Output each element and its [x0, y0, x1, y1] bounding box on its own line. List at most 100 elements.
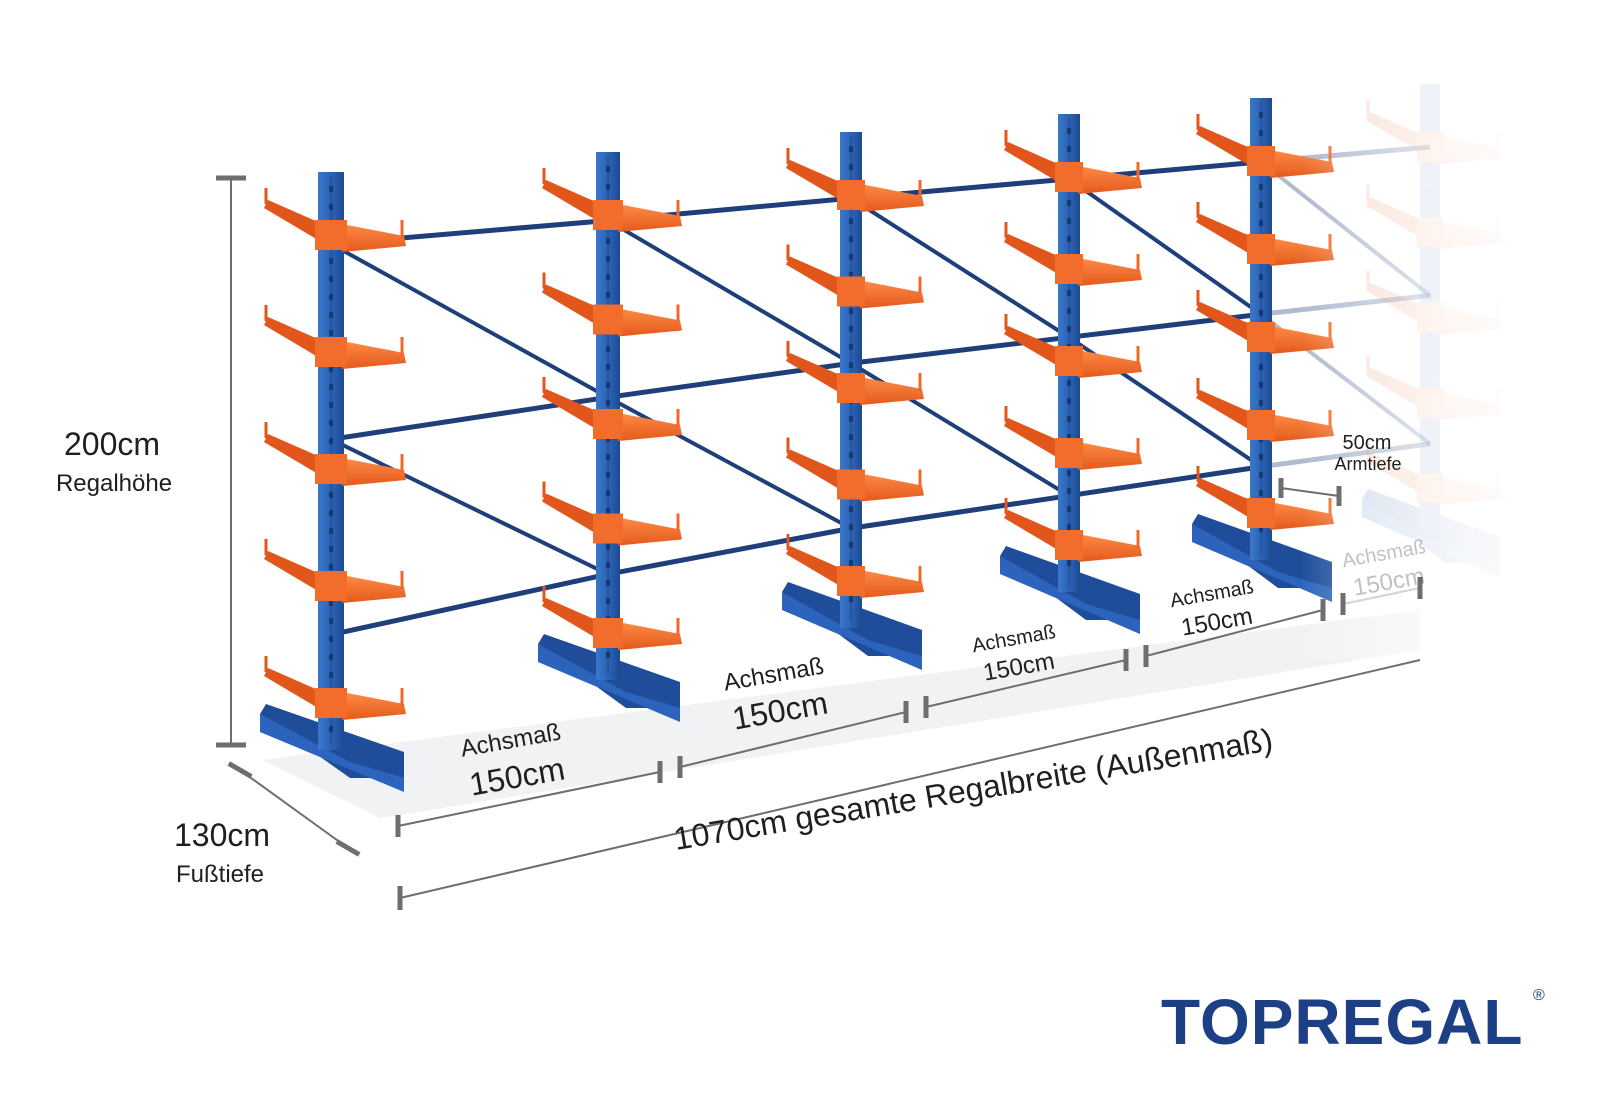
column-hole: [329, 510, 333, 516]
base-foot-side: [1192, 524, 1332, 602]
diagonal-brace: [1067, 177, 1263, 316]
axis-dimension-line: [397, 771, 661, 827]
base-foot-side: [782, 592, 922, 670]
column-hole: [606, 382, 610, 388]
column-hole: [329, 366, 333, 372]
base-foot-side: [1000, 556, 1140, 634]
cantilever-arm: [1004, 510, 1058, 550]
column-hole: [606, 652, 610, 658]
cantilever-arm: [1196, 214, 1250, 254]
cantilever-arm: [786, 449, 840, 490]
column-hole: [1259, 454, 1263, 460]
arm-bracket: [593, 200, 623, 230]
arm-bracket: [1055, 162, 1083, 192]
foot-depth-dimension-line: [239, 769, 349, 849]
cantilever-arm: [542, 389, 596, 429]
column-hole: [329, 726, 333, 732]
topregal-logo: TOPREGAL ®: [1161, 986, 1545, 1058]
column-hole: [1259, 382, 1263, 388]
column-hole: [1067, 470, 1071, 476]
column-hole: [849, 254, 853, 260]
diagonal-brace: [330, 242, 609, 400]
column-hole: [329, 258, 333, 264]
cantilever-arm: [1078, 534, 1142, 562]
dimension-lines: [216, 175, 1423, 910]
column-hole: [849, 362, 853, 368]
column-hole: [1067, 218, 1071, 224]
cantilever-arm: [860, 570, 924, 598]
cantilever-arm: [1004, 234, 1058, 274]
cantilever-arm: [264, 668, 318, 708]
cantilever-arm: [342, 458, 406, 486]
column-hole: [849, 326, 853, 332]
column-hole: [849, 272, 853, 278]
horizontal-brace: [330, 571, 609, 638]
cantilever-arm: [860, 184, 924, 212]
arm-bracket: [1247, 322, 1275, 352]
cantilever-arm: [1196, 390, 1250, 430]
cantilever-arm: [542, 598, 596, 638]
cantilever-arm: [342, 224, 406, 252]
column-hole: [329, 186, 333, 192]
arm-bracket: [1055, 346, 1083, 376]
column-hole: [606, 184, 610, 190]
axis-dimension-line: [1342, 587, 1421, 605]
column-hole: [849, 542, 853, 548]
arm-bracket: [1055, 438, 1083, 468]
floor-shadow: [262, 610, 1420, 818]
column-hole: [606, 256, 610, 262]
column-hole: [1259, 274, 1263, 280]
column-hole: [606, 238, 610, 244]
foot-depth-label: Fußtiefe: [176, 861, 264, 888]
column-hole: [606, 508, 610, 514]
column-hole: [329, 546, 333, 552]
cantilever-arm: [264, 200, 318, 240]
cantilever-arm: [542, 180, 596, 220]
column-hole: [849, 344, 853, 350]
cantilever-arm: [860, 377, 924, 405]
column-hole: [329, 654, 333, 660]
arm-bracket: [593, 618, 623, 648]
column-hole: [1067, 434, 1071, 440]
column-hole: [849, 236, 853, 242]
column-hole: [849, 218, 853, 224]
column-hole: [1067, 506, 1071, 512]
cantilever-upright: [1000, 114, 1142, 634]
cantilever-arm: [786, 160, 840, 200]
cantilever-arm: [264, 551, 318, 591]
column-hole: [329, 564, 333, 570]
cantilever-upright: [260, 172, 406, 792]
column-hole: [849, 164, 853, 170]
diagonal-brace: [606, 218, 853, 365]
arm-depth-value: 50cm: [1343, 432, 1392, 454]
column-hole: [329, 312, 333, 318]
column-hole: [329, 492, 333, 498]
column-hole: [329, 294, 333, 300]
column-hole: [606, 346, 610, 352]
column-hole: [1259, 472, 1263, 478]
column-hole: [606, 292, 610, 298]
cantilever-arm: [618, 308, 682, 337]
cantilever-arm: [618, 413, 682, 441]
arm-bracket: [315, 688, 347, 718]
cantilever-arm: [1004, 142, 1058, 182]
column-hole: [606, 454, 610, 460]
column-hole: [849, 308, 853, 314]
column-hole: [1067, 236, 1071, 242]
horizontal-brace: [607, 525, 852, 577]
column-hole: [1259, 130, 1263, 136]
column-hole: [1067, 560, 1071, 566]
cantilever-arm: [1078, 350, 1142, 378]
column-hole: [1067, 326, 1071, 332]
column-hole: [849, 146, 853, 152]
column-hole: [606, 490, 610, 496]
column-hole: [606, 400, 610, 406]
arm-bracket: [315, 571, 347, 601]
column-hole: [329, 276, 333, 282]
column-hole: [329, 528, 333, 534]
column-hole: [1259, 364, 1263, 370]
cantilever-arm: [618, 517, 682, 546]
arm-bracket: [315, 220, 347, 250]
cantilever-arm: [1196, 302, 1250, 342]
